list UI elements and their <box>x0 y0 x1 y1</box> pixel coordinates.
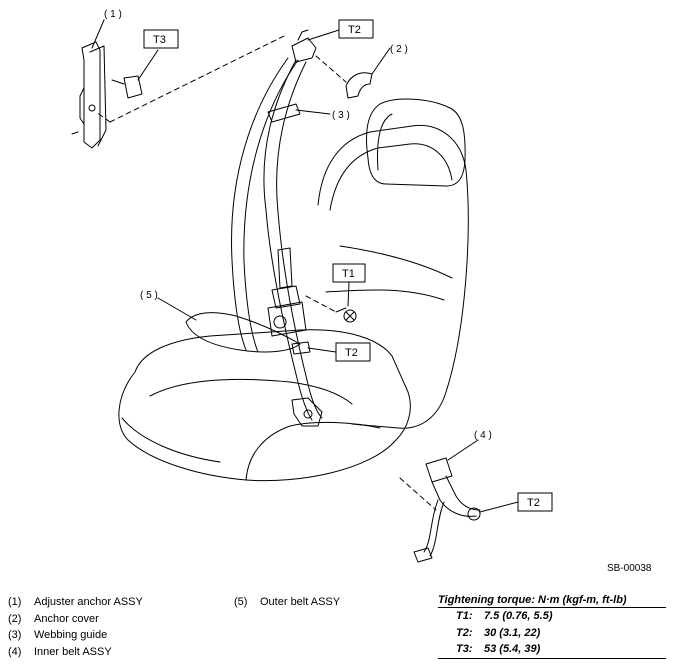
torque-row: T2:30 (3.1, 22) <box>456 626 541 639</box>
seat-cushion <box>118 329 411 482</box>
t3-bolt <box>111 75 143 99</box>
legend-item: (2)Anchor cover <box>8 612 99 625</box>
headrest <box>366 98 466 187</box>
torque-table: Tightening torque: N·m (kgf-m, ft-lb) T1… <box>438 594 666 659</box>
svg-text:T2: T2 <box>348 24 361 36</box>
callout-5: ( 5 ) <box>140 290 158 301</box>
svg-text:T2: T2 <box>345 347 358 359</box>
legend-left: (1)Adjuster anchor ASSY (2)Anchor cover … <box>8 594 143 660</box>
seat-belt-diagram: ( 1 ) ( 2 ) ( 3 ) ( 5 ) ( 4 ) T3 T2 T1 T… <box>71 9 553 563</box>
torque-box-t3: T3 <box>143 29 179 49</box>
callout-4: ( 4 ) <box>474 430 492 441</box>
callout-1: ( 1 ) <box>104 9 122 20</box>
torque-row: T1:7.5 (0.76, 5.5) <box>456 610 553 622</box>
assembly-lines <box>95 35 437 511</box>
t1-bolt <box>335 307 357 323</box>
svg-text:T1: T1 <box>342 268 355 280</box>
torque-heading: Tightening torque: N·m (kgf-m, ft-lb) <box>438 594 666 608</box>
top-anchor <box>267 29 317 123</box>
svg-text:T2: T2 <box>527 497 540 509</box>
inner-belt <box>413 457 481 563</box>
legend-item: (3)Webbing guide <box>8 629 108 641</box>
callout-3: ( 3 ) <box>332 110 350 121</box>
adjuster-anchor <box>71 41 107 149</box>
torque-box-t1: T1 <box>332 263 366 283</box>
t2-mid-bolt <box>291 341 311 355</box>
legend-item: (1)Adjuster anchor ASSY <box>8 596 143 608</box>
retractor <box>267 247 307 337</box>
legend-mid: (5)Outer belt ASSY <box>234 594 340 611</box>
torque-box-t2-bottom: T2 <box>517 492 553 512</box>
legend-item: (5)Outer belt ASSY <box>234 596 341 608</box>
torque-row: T3:53 (5.4, 39) <box>438 641 666 659</box>
svg-text:T3: T3 <box>153 34 166 46</box>
leader-lines <box>91 19 519 513</box>
anchor-cover <box>345 72 373 99</box>
torque-box-t2-mid: T2 <box>335 342 371 362</box>
legend-item: (4)Inner belt ASSY <box>8 645 112 658</box>
torque-box-t2-top: T2 <box>338 19 374 39</box>
seat-back <box>317 124 469 429</box>
callout-2: ( 2 ) <box>390 44 408 55</box>
outer-belt <box>185 57 323 427</box>
figure-id: SB-00038 <box>607 563 652 574</box>
